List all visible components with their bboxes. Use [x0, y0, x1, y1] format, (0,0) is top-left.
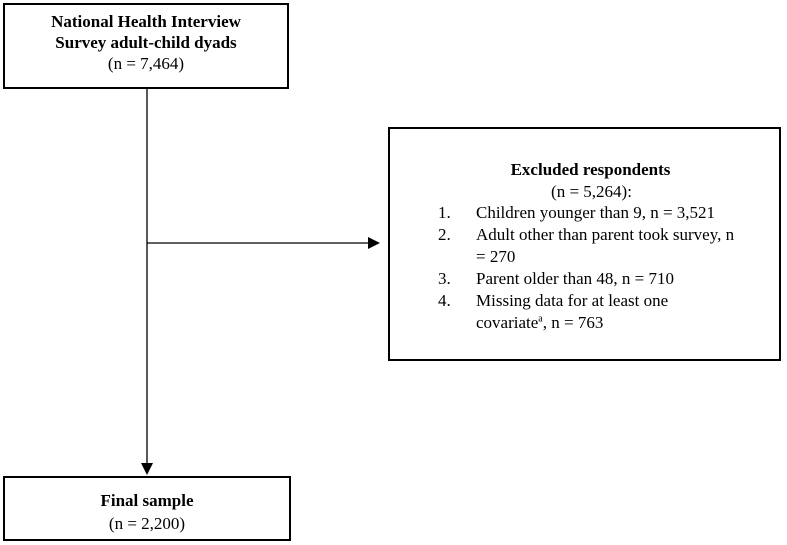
exclusion-item-number: 2. [438, 225, 451, 244]
final-sample-box: Final sample (n = 2,200) [3, 476, 291, 541]
footnote-marker: a [538, 313, 543, 325]
exclusion-item-text-cont: covariate [476, 313, 539, 332]
excluded-title: Excluded respondents [510, 160, 671, 179]
source-title-line2: Survey adult-child dyads [55, 33, 237, 52]
arrowhead-down [141, 463, 153, 475]
exclusion-item: 1. Children younger than 9, n = 3,521 [438, 202, 768, 224]
exclusion-item-number: 4. [438, 291, 451, 310]
exclusion-criteria-list: 1. Children younger than 9, n = 3,521 2.… [438, 202, 768, 334]
exclusion-item-text: Children younger than 9, n = 3,521 [476, 203, 716, 222]
excluded-count: (n = 5,264): [551, 182, 632, 201]
final-sample-title: Final sample [100, 491, 194, 510]
exclusion-item-number: 3. [438, 269, 451, 288]
exclusion-item: 3. Parent older than 48, n = 710 [438, 268, 768, 290]
exclusion-item-count: , n = 763 [542, 313, 604, 332]
exclusion-item-text: Missing data for at least one [476, 291, 669, 310]
exclusion-item-text-cont: = 270 [476, 247, 516, 266]
exclusion-item: 2. Adult other than parent took survey, … [438, 224, 768, 268]
source-population-box: National Health Interview Survey adult-c… [3, 3, 289, 89]
excluded-respondents-box: Excluded respondents (n = 5,264): 1. Chi… [388, 127, 781, 361]
source-population-title: National Health Interview Survey adult-c… [5, 11, 287, 53]
final-sample-count: (n = 2,200) [108, 514, 186, 533]
source-population-count: (n = 7,464) [107, 54, 185, 73]
exclusion-item-number: 1. [438, 203, 451, 222]
exclusion-item-text: Adult other than parent took survey, n [476, 225, 735, 244]
exclusion-item: 4. Missing data for at least one covaria… [438, 290, 768, 334]
arrowhead-right [368, 237, 380, 249]
exclusion-item-text: Parent older than 48, n = 710 [476, 269, 674, 288]
source-title-line1: National Health Interview [51, 12, 241, 31]
